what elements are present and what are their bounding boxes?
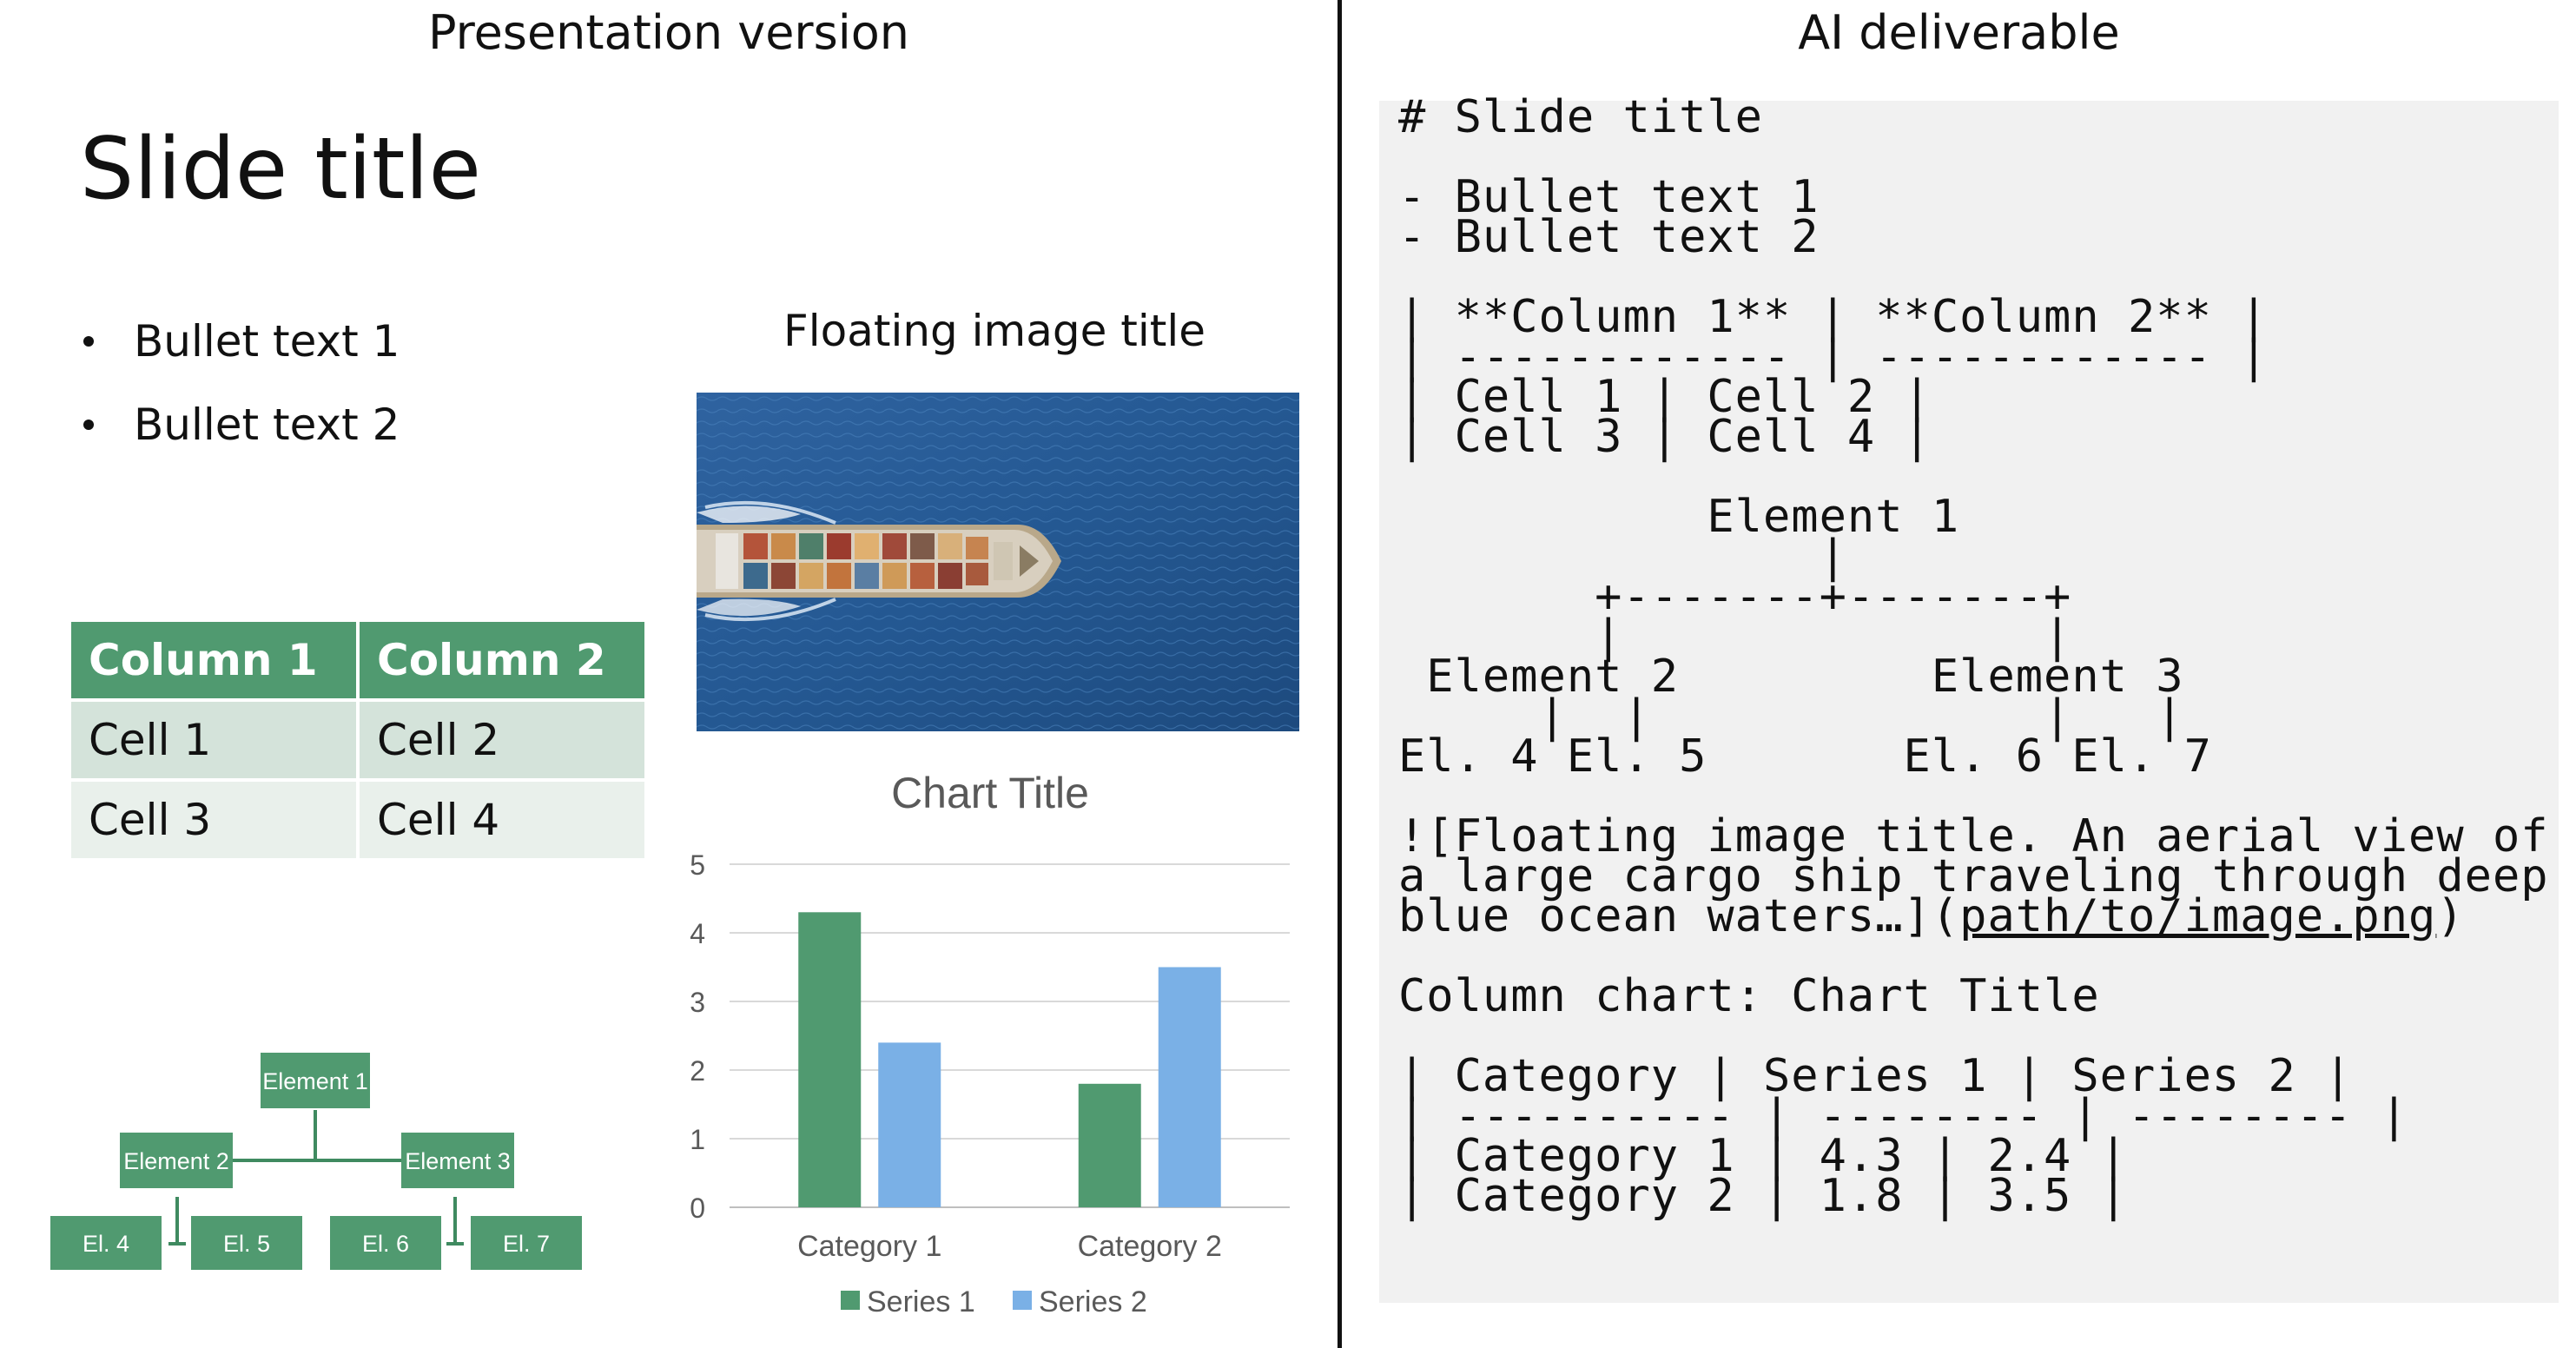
- chart-bar: [878, 1042, 941, 1207]
- tree-line: Element 2 Element 3: [1398, 651, 2184, 703]
- chart-bar: [798, 912, 862, 1207]
- table-cell: Cell 4: [360, 782, 644, 858]
- chart-x-tick-label: Category 2: [1078, 1230, 1222, 1263]
- ai-panel-title: AI deliverable: [1798, 5, 2120, 60]
- chart-bar: [1078, 1083, 1141, 1207]
- bullet-text: Bullet text 1: [134, 316, 400, 367]
- chart-y-tick-label: 0: [690, 1193, 705, 1224]
- image-alt-line: a large cargo ship traveling through dee…: [1398, 850, 2549, 902]
- org-node-el-5: El. 5: [223, 1231, 270, 1257]
- image-alt-line: blue ocean waters…](: [1398, 890, 1960, 942]
- md-chart-table-line: | Category 2 | 1.8 | 3.5 |: [1398, 1170, 2128, 1222]
- org-node-el-7: El. 7: [503, 1231, 550, 1257]
- bullet-dot-icon: [83, 420, 94, 430]
- tree-line: | | | |: [1398, 691, 2184, 743]
- table-cell: Cell 1: [71, 702, 356, 778]
- table-cell: Cell 3: [71, 782, 356, 858]
- org-chart: Element 1 Element 2 Element 3 El. 4 El. …: [50, 1053, 582, 1270]
- org-node-element-2: Element 2: [123, 1148, 229, 1174]
- table-row: Cell 3 Cell 4: [71, 782, 644, 858]
- slide-title: Slide title: [80, 120, 481, 219]
- bullet-item: Bullet text 2: [83, 400, 400, 450]
- bullet-text: Bullet text 2: [134, 400, 400, 450]
- md-table-line: | Cell 1 | Cell 2 |: [1398, 371, 1932, 423]
- chart-bar: [1158, 967, 1221, 1207]
- chart-y-tick-label: 5: [690, 849, 705, 881]
- tree-line: |: [1398, 531, 1847, 583]
- org-node-element-3: Element 3: [405, 1148, 511, 1174]
- image-alt-line: ![Floating image title. An aerial view o…: [1398, 810, 2549, 862]
- chart-y-tick-label: 2: [690, 1055, 705, 1087]
- bullet-item: Bullet text 1: [83, 316, 400, 367]
- legend-label: Series 1: [867, 1285, 975, 1318]
- org-node-el-4: El. 4: [83, 1231, 129, 1257]
- cargo-ship-image: [697, 393, 1299, 731]
- tree-line: El. 4 El. 5 El. 6 El. 7: [1398, 730, 2212, 783]
- bullet-dot-icon: [83, 336, 94, 347]
- md-table-line: | **Column 1** | **Column 2** |: [1398, 291, 2269, 343]
- tree-line: +-------+-------+: [1398, 571, 2072, 623]
- md-table-line: | ------------ | ------------ |: [1398, 331, 2269, 383]
- table-cell: Cell 2: [360, 702, 644, 778]
- legend-swatch: [1013, 1291, 1032, 1310]
- panel-divider: [1338, 0, 1342, 1348]
- presentation-panel-title: Presentation version: [427, 5, 910, 60]
- slide-table: Column 1 Column 2 Cell 1 Cell 2 Cell 3 C…: [68, 618, 648, 862]
- chart-y-tick-label: 3: [690, 987, 705, 1018]
- image-link[interactable]: path/to/image.png: [1959, 890, 2437, 942]
- table-header-cell: Column 2: [360, 622, 644, 698]
- tree-line: | |: [1398, 611, 2072, 663]
- legend-swatch: [841, 1291, 860, 1310]
- md-title: # Slide title: [1398, 91, 1763, 143]
- chart-heading: Column chart: Chart Title: [1398, 970, 2100, 1022]
- table-header-cell: Column 1: [71, 622, 356, 698]
- md-bullet: - Bullet text 1: [1398, 171, 1820, 223]
- md-chart-table-line: | Category | Series 1 | Series 2 |: [1398, 1050, 2353, 1102]
- org-node-element-1: Element 1: [262, 1068, 368, 1094]
- chart-x-tick-label: Category 1: [797, 1230, 941, 1263]
- md-table-line: | Cell 3 | Cell 4 |: [1398, 411, 1932, 463]
- tree-line: Element 1: [1398, 491, 1960, 543]
- ai-deliverable-box: [1379, 101, 2559, 1303]
- org-node-el-6: El. 6: [362, 1231, 409, 1257]
- chart-title: Chart Title: [891, 769, 1089, 817]
- chart-y-tick-label: 1: [690, 1124, 705, 1155]
- image-title: Floating image title: [783, 306, 1206, 356]
- md-chart-table-line: | ---------- | -------- | -------- |: [1398, 1090, 2409, 1142]
- legend-label: Series 2: [1039, 1285, 1147, 1318]
- ai-deliverable-text: # Slide title - Bullet text 1 - Bullet t…: [1398, 95, 2549, 1219]
- md-bullet: - Bullet text 2: [1398, 211, 1820, 263]
- image-alt-close: ): [2436, 890, 2465, 942]
- chart-y-tick-label: 4: [690, 918, 705, 949]
- md-chart-table-line: | Category 1 | 4.3 | 2.4 |: [1398, 1130, 2128, 1182]
- table-row: Cell 1 Cell 2: [71, 702, 644, 778]
